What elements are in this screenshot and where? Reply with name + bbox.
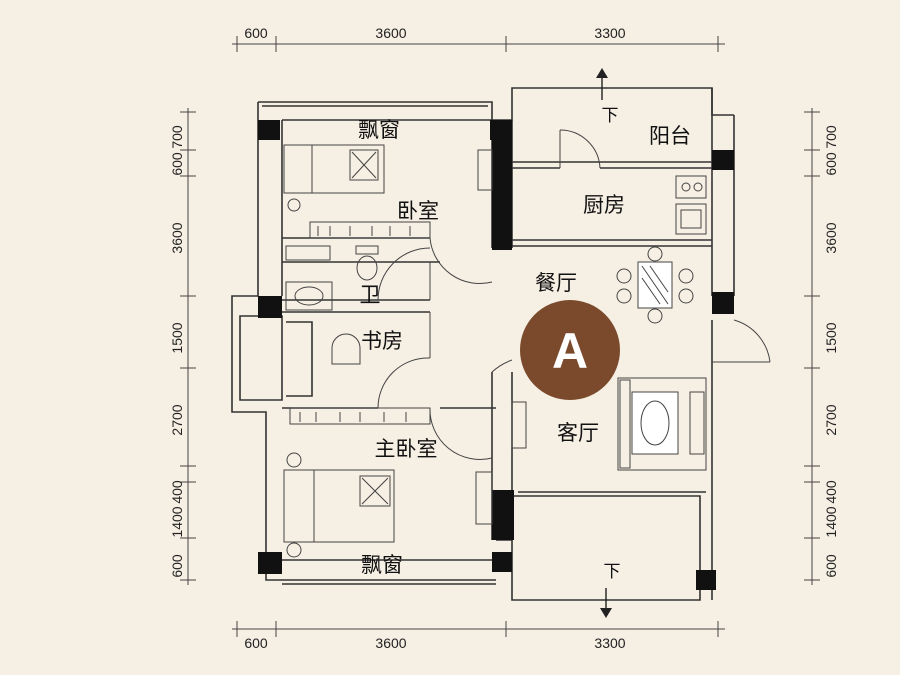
label-balcony: 阳台: [649, 124, 691, 148]
dim-top-3: 3300: [594, 25, 625, 41]
top-dimension-line: 600 3600 3300: [232, 25, 725, 52]
label-down-top: 下: [602, 106, 619, 126]
label-master-bedroom: 主卧室: [375, 437, 438, 461]
arrow-up-icon: [596, 68, 608, 100]
arrow-down-icon: [600, 588, 612, 618]
right-dimension-line: 700 600 3600 1500 2700 400 1400 600: [804, 108, 839, 585]
label-down-bottom: 下: [604, 562, 621, 582]
label-living: 客厅: [557, 421, 599, 445]
dim-right-5: 2700: [823, 404, 839, 435]
tv-icon: [475, 149, 527, 525]
dim-left-3: 3600: [169, 222, 185, 253]
toilet-icon: [355, 245, 379, 281]
dim-right-1: 700: [823, 125, 839, 149]
dim-bottom-1: 600: [244, 635, 268, 651]
label-bathroom: 卫: [360, 283, 381, 307]
label-dining: 餐厅: [535, 271, 577, 295]
dim-left-7: 1400: [169, 506, 185, 537]
label-study: 书房: [361, 329, 403, 353]
dim-right-3: 3600: [823, 222, 839, 253]
master-bed-icon: [283, 452, 395, 558]
dim-right-4: 1500: [823, 322, 839, 353]
dim-left-8: 600: [169, 554, 185, 578]
sink-icon: [285, 281, 333, 311]
dim-left-6: 400: [169, 480, 185, 504]
sofa-icon: [617, 377, 707, 471]
dim-left-5: 2700: [169, 404, 185, 435]
bed-icon: [283, 144, 385, 212]
master-wardrobe-icon: [289, 407, 431, 425]
left-dimension-line: 700 600 3600 1500 2700 400 1400 600: [169, 108, 196, 585]
dim-left-4: 1500: [169, 322, 185, 353]
doors: [377, 129, 771, 460]
dim-bottom-2: 3600: [375, 635, 406, 651]
dim-right-2: 600: [823, 152, 839, 176]
dining-table-icon: [616, 246, 694, 324]
unit-badge: A: [520, 300, 620, 400]
walls: [231, 87, 735, 601]
dim-top-2: 3600: [375, 25, 406, 41]
wardrobe-icon: [309, 221, 431, 239]
dim-bottom-3: 3300: [594, 635, 625, 651]
kitchen-sink-icon: [675, 203, 707, 235]
label-bay-window-bottom: 飘窗: [361, 553, 403, 577]
dim-right-7: 1400: [823, 506, 839, 537]
dim-right-8: 600: [823, 554, 839, 578]
desk-chair-icon: [331, 333, 361, 365]
dim-left-1: 700: [169, 125, 185, 149]
shower-icon: [285, 245, 331, 261]
bottom-dimension-line: 600 3600 3300: [232, 621, 725, 651]
stove-icon: [675, 175, 707, 199]
unit-badge-label: A: [552, 323, 588, 379]
pillars: [258, 120, 734, 590]
label-bedroom: 卧室: [397, 199, 439, 223]
label-kitchen: 厨房: [583, 193, 625, 217]
dim-left-2: 600: [169, 152, 185, 176]
dim-top-1: 600: [244, 25, 268, 41]
label-bay-window-top: 飘窗: [358, 118, 400, 142]
dim-right-6: 400: [823, 480, 839, 504]
